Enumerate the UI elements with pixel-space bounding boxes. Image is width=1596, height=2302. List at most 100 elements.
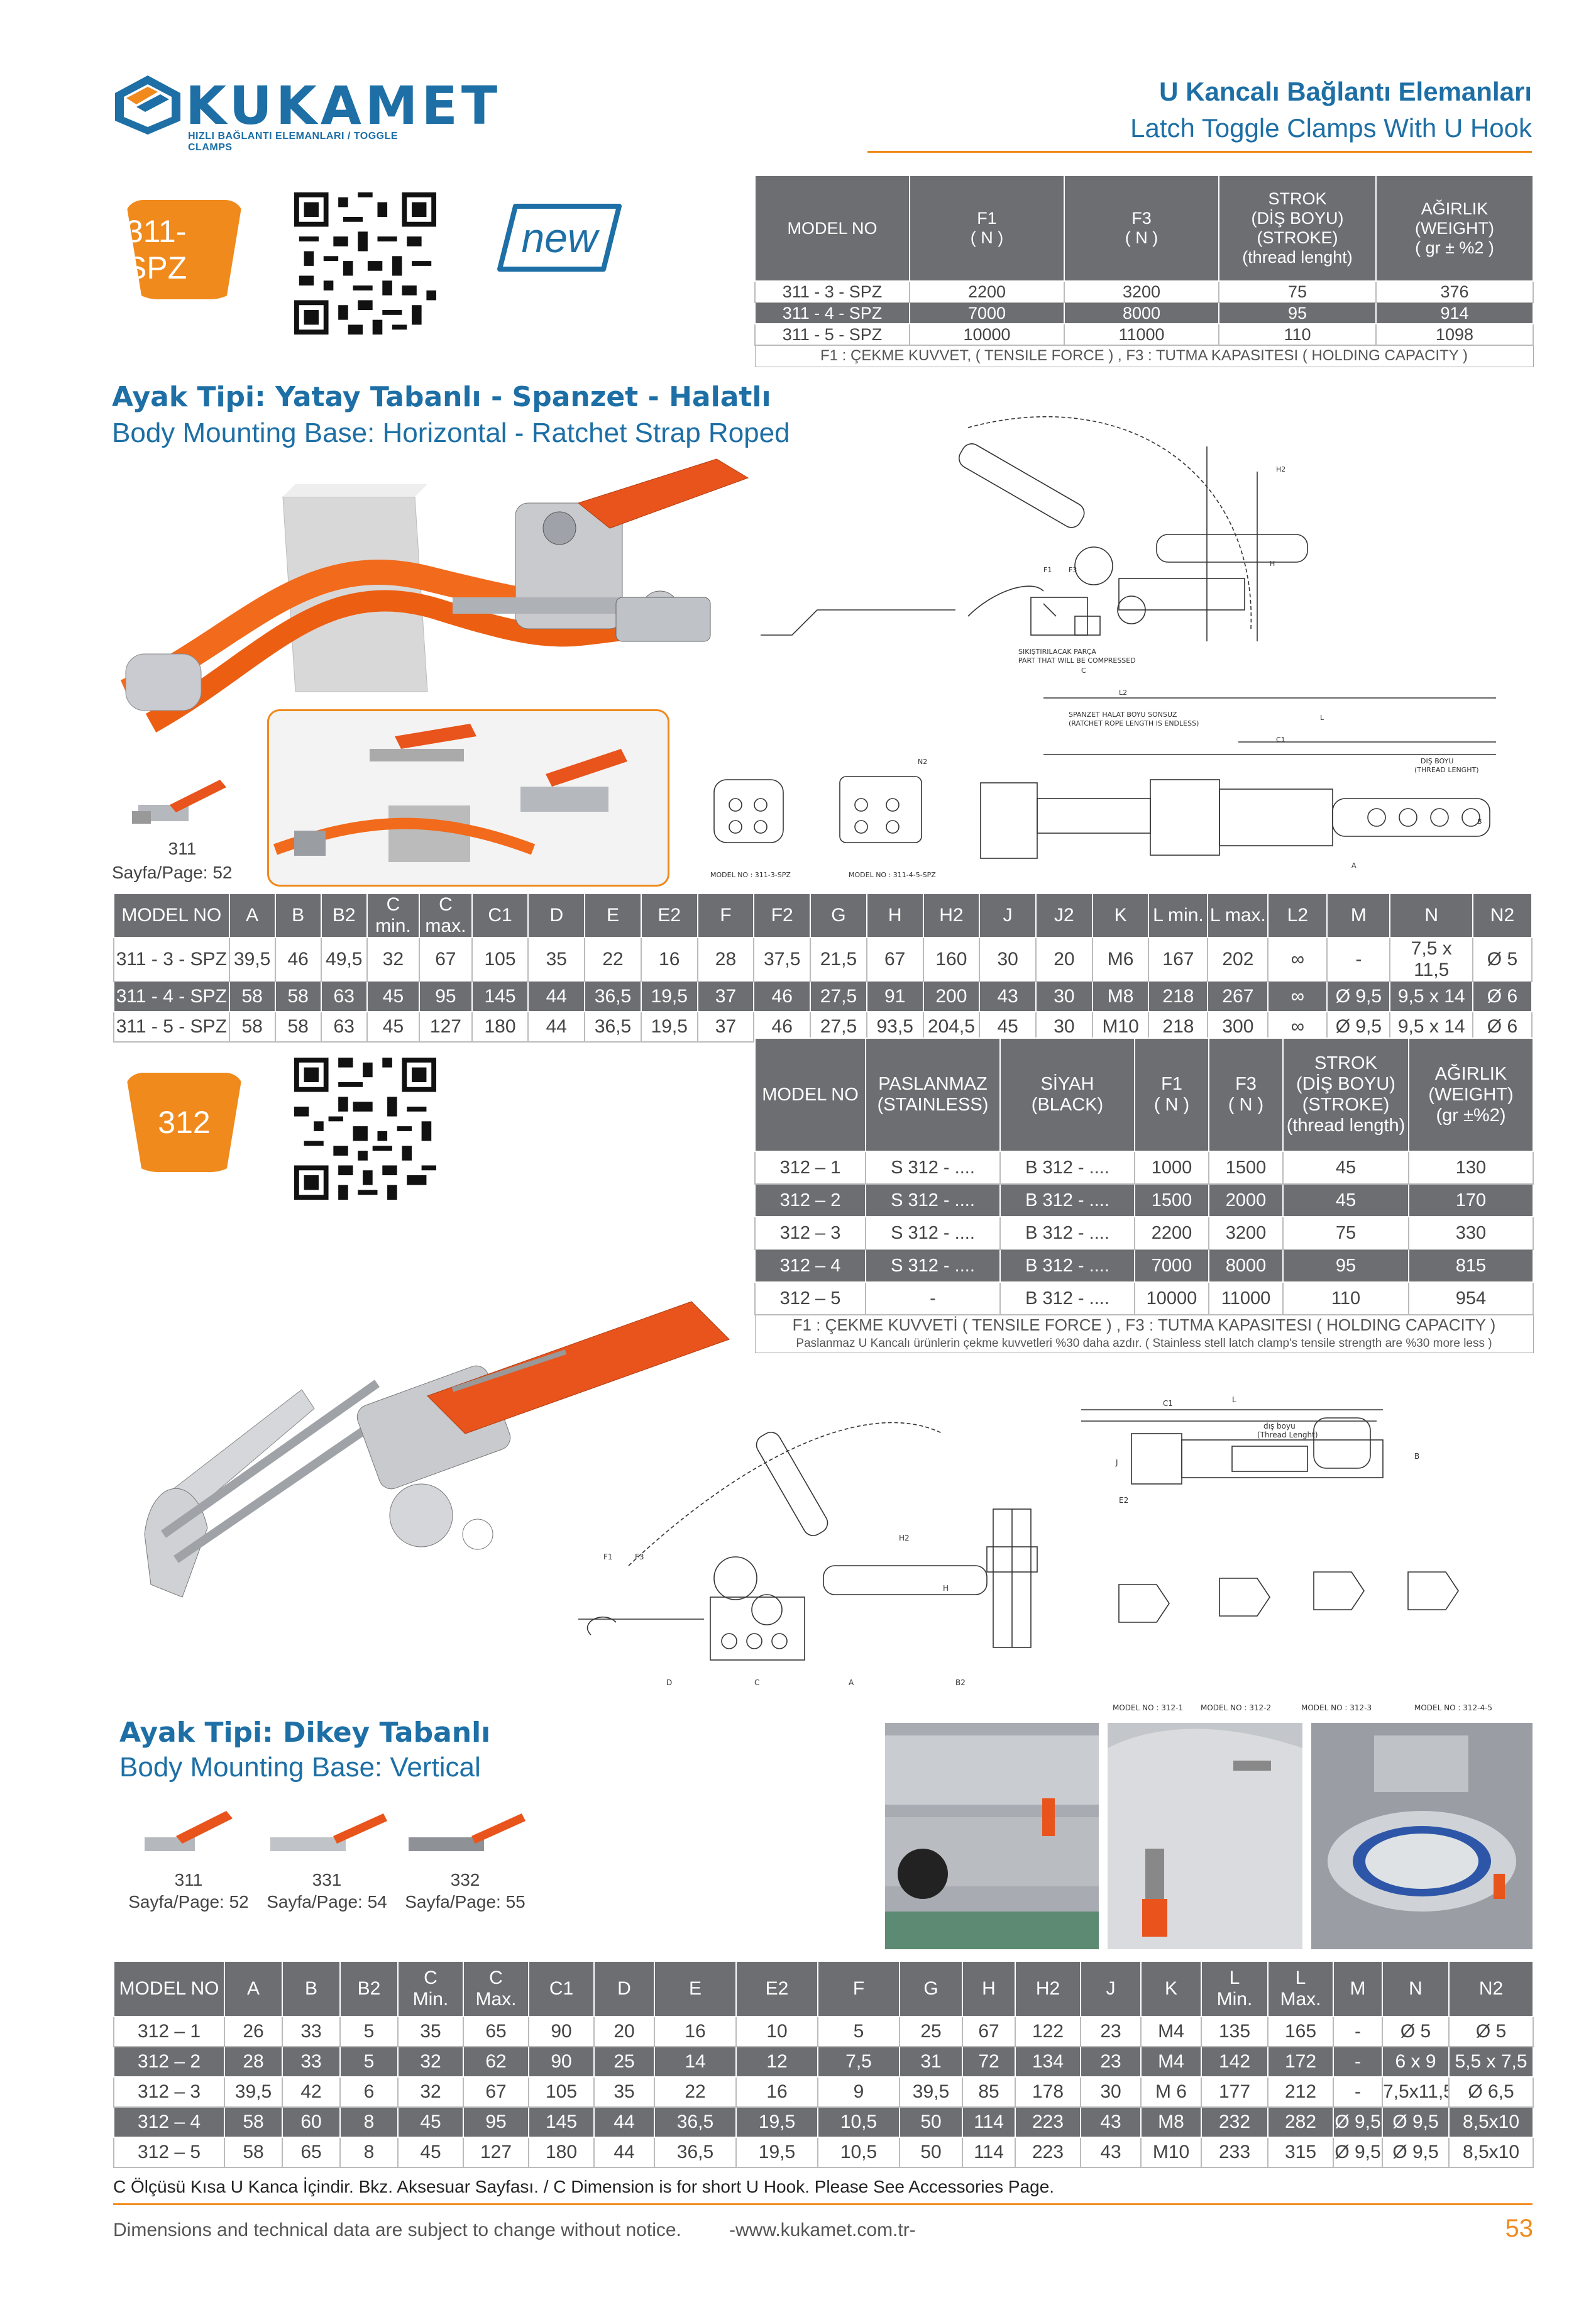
drawing-model-312-2: MODEL NO : 312-2 <box>1201 1703 1271 1712</box>
table-cell: 45 <box>1282 1183 1409 1217</box>
column-header: C1 <box>528 1961 595 2017</box>
table-cell: 44 <box>593 2137 655 2168</box>
table-cell: 8,5x10 <box>1448 2106 1534 2138</box>
table-cell: B 312 - .... <box>999 1281 1135 1315</box>
table-cell: 9,5 x 14 <box>1389 981 1473 1012</box>
column-header: F3 ( N ) <box>1064 175 1219 282</box>
table-cell: B 312 - .... <box>999 1216 1135 1250</box>
table-cell: 30 <box>1035 1011 1093 1043</box>
column-header: F1 ( N ) <box>909 175 1065 282</box>
header-title-en: Latch Toggle Clamps With U Hook <box>1130 113 1532 143</box>
table-cell: 43 <box>1080 2106 1142 2138</box>
table-cell: 282 <box>1267 2106 1334 2138</box>
svg-text:E2: E2 <box>1119 1496 1128 1505</box>
spec-note2-312: Paslanmaz U Kancalı ürünlerin çekme kuvv… <box>754 1335 1534 1353</box>
table-cell: 5,5 x 7,5 <box>1448 2046 1534 2078</box>
table-cell: 33 <box>282 2046 341 2078</box>
column-header: E2 <box>640 893 698 938</box>
column-header: SİYAH (BLACK) <box>999 1038 1135 1152</box>
table-cell: 233 <box>1201 2137 1269 2168</box>
table-cell: 232 <box>1201 2106 1269 2138</box>
table-cell: 5 <box>339 2046 399 2078</box>
table-cell: 312 – 4 <box>113 2106 225 2138</box>
footer-url[interactable]: -www.kukamet.com.tr- <box>729 2220 916 2240</box>
thumbnail-model-332 <box>409 1813 526 1851</box>
table-cell: 72 <box>962 2046 1016 2078</box>
table-cell: 312 – 4 <box>754 1249 866 1283</box>
table-cell: 32 <box>366 937 421 982</box>
qr-code-312-icon[interactable] <box>294 1058 436 1200</box>
column-header: MODEL NO <box>113 893 230 938</box>
table-cell: 311 - 5 - SPZ <box>754 323 910 346</box>
brand-logo: KUKAMET HIZLI BAĞLANTI ELEMANLARI / TOGG… <box>110 68 497 153</box>
table-cell: B 312 - .... <box>999 1183 1135 1217</box>
table-cell: 58 <box>224 2106 283 2138</box>
table-cell: 36,5 <box>654 2137 737 2168</box>
table-cell: 8 <box>339 2106 399 2138</box>
table-cell: 58 <box>224 2137 283 2168</box>
c-dimension-note: C Ölçüsü Kısa U Kanca İçindir. Bkz. Akse… <box>113 2177 1055 2196</box>
table-cell: 7,5x11,5 <box>1382 2076 1450 2108</box>
column-header: C1 <box>471 893 529 938</box>
thumbnail-model-311-b <box>145 1811 233 1851</box>
table-cell: 267 <box>1207 981 1269 1012</box>
drawing-label-compress: SIKIŞTIRILACAK PARÇA <box>1018 648 1096 656</box>
table-cell: 114 <box>962 2137 1016 2168</box>
svg-text:A: A <box>849 1678 854 1687</box>
table-cell: 7,5 <box>817 2046 900 2078</box>
column-header: C max. <box>419 893 473 938</box>
header-divider <box>867 151 1532 153</box>
table-cell: 37 <box>696 1011 755 1043</box>
table-cell: 32 <box>397 2076 464 2108</box>
drawing-label-thread-en-312: (Thread Lenght) <box>1257 1430 1318 1439</box>
svg-text:L: L <box>1320 714 1324 722</box>
table-cell: 2200 <box>909 280 1065 303</box>
table-cell: 114 <box>962 2106 1016 2138</box>
table-cell: 10,5 <box>817 2137 900 2168</box>
table-cell: 25 <box>899 2016 963 2047</box>
column-header: E <box>654 1961 737 2017</box>
svg-text:D: D <box>666 1678 672 1687</box>
table-cell: Ø 9,5 <box>1382 2137 1450 2168</box>
column-header: N2 <box>1448 1961 1534 2017</box>
column-header: AĞIRLIK (WEIGHT) ( gr ± %2 ) <box>1375 175 1534 282</box>
table-cell: 180 <box>471 1011 529 1043</box>
table-cell: 105 <box>528 2076 595 2108</box>
table-cell: 27,5 <box>810 1011 867 1043</box>
table-cell: 135 <box>1201 2016 1269 2047</box>
table-cell: 202 <box>1207 937 1269 982</box>
table-cell: 8,5x10 <box>1448 2137 1534 2168</box>
table-cell: 85 <box>962 2076 1016 2108</box>
table-cell: 9 <box>817 2076 900 2108</box>
table-cell: 65 <box>282 2137 341 2168</box>
table-cell: 170 <box>1408 1183 1534 1217</box>
table-cell: 10000 <box>909 323 1065 346</box>
column-header: N2 <box>1472 893 1533 938</box>
table-cell: 26 <box>224 2016 283 2047</box>
table-cell: 218 <box>1148 1011 1209 1043</box>
table-cell: 5 <box>817 2016 900 2047</box>
table-cell: 110 <box>1218 323 1377 346</box>
section-heading-tr-311: Ayak Tipi: Yatay Tabanlı - Spanzet - Hal… <box>112 381 771 413</box>
table-cell: 45 <box>397 2106 464 2138</box>
qr-code-icon[interactable] <box>294 192 436 335</box>
page-number: 53 <box>1505 2215 1534 2242</box>
table-cell: 200 <box>922 981 981 1012</box>
svg-text:F3: F3 <box>1069 566 1077 574</box>
table-cell: 110 <box>1282 1281 1409 1315</box>
application-photo-2 <box>1108 1723 1302 1949</box>
brand-name: KUKAMET <box>185 75 502 136</box>
table-cell: 330 <box>1408 1216 1534 1250</box>
table-cell: 49,5 <box>320 937 368 982</box>
table-cell: 167 <box>1148 937 1209 982</box>
new-badge: new <box>497 200 622 275</box>
